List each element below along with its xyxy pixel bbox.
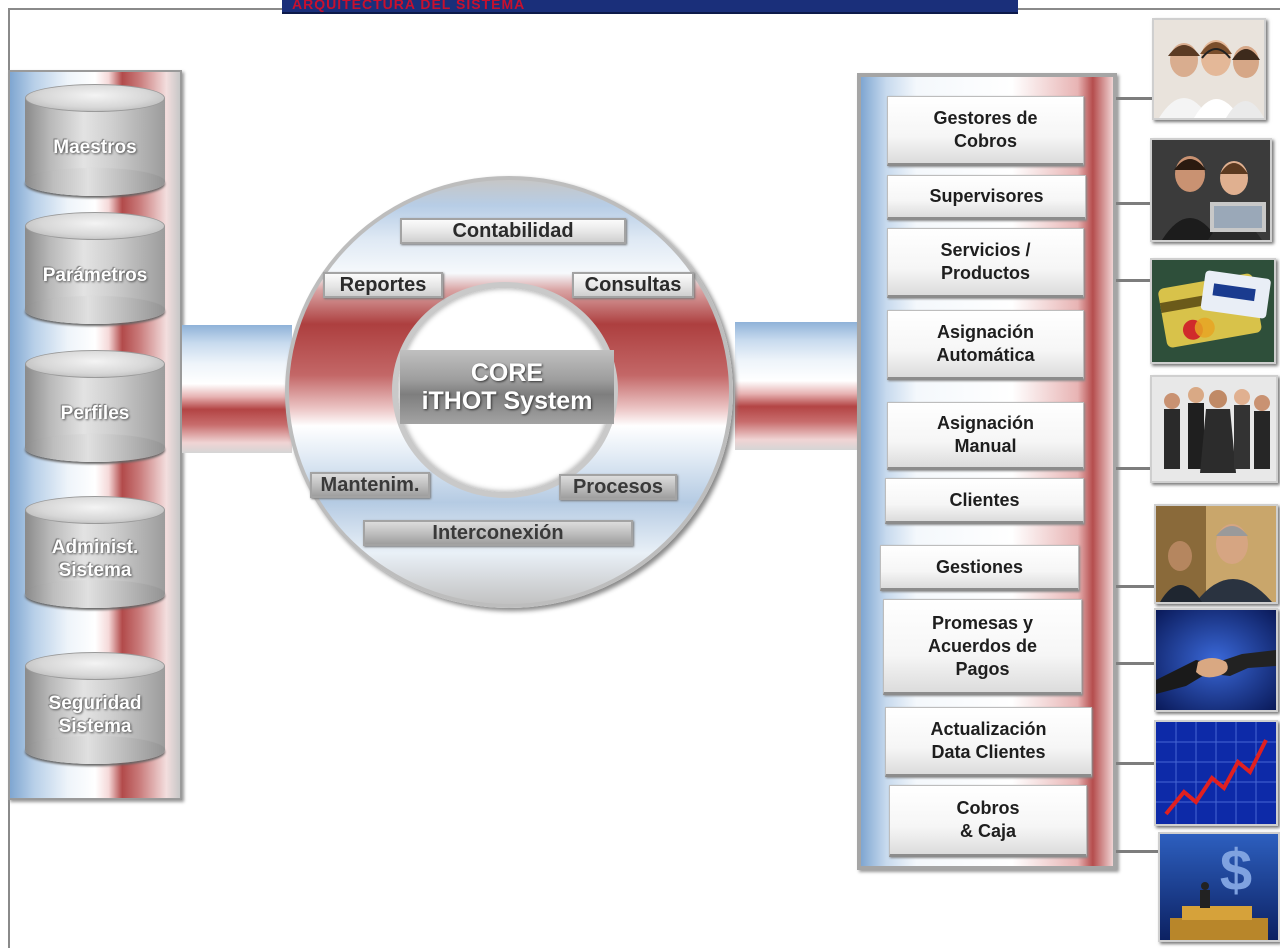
photo-rising-chart: [1154, 720, 1278, 826]
photo-link-line: [1116, 202, 1152, 205]
database-perfiles: Perfiles: [25, 350, 165, 462]
module-consultas: Consultas: [572, 272, 694, 298]
process-actualizacion-data-clientes: Actualización Data Clientes: [885, 707, 1092, 777]
title-banner: ARQUITECTURA DEL SISTEMA: [282, 0, 1018, 14]
module-contabilidad: Contabilidad: [400, 218, 626, 244]
photo-call-center-agents: [1152, 18, 1266, 120]
call-center-icon: [1154, 20, 1264, 118]
module-interconexion: Interconexión: [363, 520, 633, 546]
database-administ-sistema: Administ. Sistema: [25, 496, 165, 608]
photo-link-line: [1116, 850, 1160, 853]
photo-link-line: [1116, 97, 1154, 100]
core-system-label: CORE iTHOT System: [400, 350, 614, 424]
handshake-icon: [1156, 610, 1276, 710]
photo-thinking-businessman: [1154, 504, 1278, 604]
process-servicios-productos: Servicios / Productos: [887, 228, 1084, 298]
photo-credit-cards: [1150, 258, 1276, 364]
process-gestores-de-cobros: Gestores de Cobros: [887, 96, 1084, 166]
database-label: Parámetros: [42, 264, 148, 286]
photo-link-line: [1116, 585, 1154, 588]
process-asignacion-automatica: Asignación Automática: [887, 310, 1084, 380]
credit-card-icon: [1152, 260, 1274, 362]
process-asignacion-manual: Asignación Manual: [887, 402, 1084, 470]
module-reportes: Reportes: [323, 272, 443, 298]
process-clientes: Clientes: [885, 478, 1084, 524]
process-gestiones: Gestiones: [880, 545, 1079, 591]
dollar-sign-icon: $: [1160, 834, 1278, 940]
database-label: Perfiles: [60, 402, 130, 424]
photo-supervisors: [1150, 138, 1272, 242]
page-title: ARQUITECTURA DEL SISTEMA: [292, 0, 526, 12]
business-team-icon: [1152, 377, 1276, 481]
process-cobros-caja: Cobros & Caja: [889, 785, 1087, 857]
photo-dollar-coins: $: [1158, 832, 1280, 942]
process-supervisores: Supervisores: [887, 175, 1086, 220]
photo-link-line: [1116, 762, 1154, 765]
core-line1: CORE: [470, 359, 544, 387]
database-maestros: Maestros: [25, 84, 165, 196]
svg-text:$: $: [1220, 838, 1252, 903]
core-line2: iTHOT System: [421, 387, 593, 415]
module-procesos: Procesos: [559, 474, 677, 500]
database-parametros: Parámetros: [25, 212, 165, 324]
photo-link-line: [1116, 279, 1152, 282]
database-seguridad-sistema: Seguridad Sistema: [25, 652, 165, 764]
thinking-man-icon: [1156, 506, 1276, 602]
process-promesas-acuerdos-pagos: Promesas y Acuerdos de Pagos: [883, 599, 1082, 695]
photo-handshake: [1154, 608, 1278, 712]
left-connector: [182, 325, 292, 453]
left-module-column: Maestros Parámetros Perfiles Administ. S…: [8, 70, 182, 800]
rising-chart-icon: [1156, 722, 1276, 824]
database-label: Maestros: [53, 136, 137, 158]
module-mantenim: Mantenim.: [310, 472, 430, 498]
supervisors-icon: [1152, 140, 1270, 240]
database-label: Administ. Sistema: [51, 537, 139, 581]
photo-link-line: [1116, 662, 1154, 665]
database-label: Seguridad Sistema: [48, 693, 142, 737]
right-connector: [735, 322, 861, 450]
photo-link-line: [1116, 467, 1152, 470]
photo-business-team: [1150, 375, 1278, 483]
